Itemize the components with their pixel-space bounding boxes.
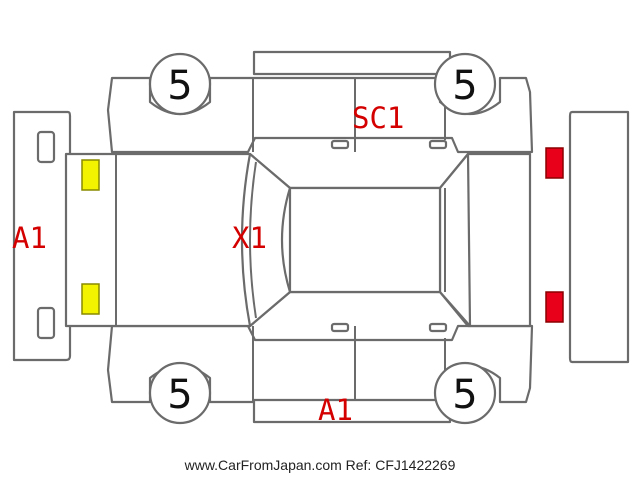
rear-bumper [568,110,630,364]
car-top-view [64,152,532,328]
left-taillight [545,147,564,179]
grade-lower-side: A1 [318,393,353,427]
grade-upper-side: SC1 [352,101,404,135]
front-bumper [12,110,72,362]
right-headlight [81,283,100,315]
grade-front-bumper: A1 [12,221,47,255]
reference-footer: www.CarFromJapan.com Ref: CFJ1422269 [184,457,456,473]
upper-roof-rail [252,50,452,76]
tire-rear-left-tread: 5 [452,63,477,109]
tire-front-left: 5 [148,52,212,116]
right-taillight [545,291,564,323]
grade-roof: X1 [232,221,267,255]
tire-rear-right: 5 [433,361,497,425]
tire-front-left-tread: 5 [167,63,192,109]
tire-front-right-tread: 5 [167,372,192,418]
left-headlight [81,159,100,191]
tire-front-right: 5 [148,361,212,425]
tire-rear-right-tread: 5 [452,372,477,418]
tire-rear-left: 5 [433,52,497,116]
